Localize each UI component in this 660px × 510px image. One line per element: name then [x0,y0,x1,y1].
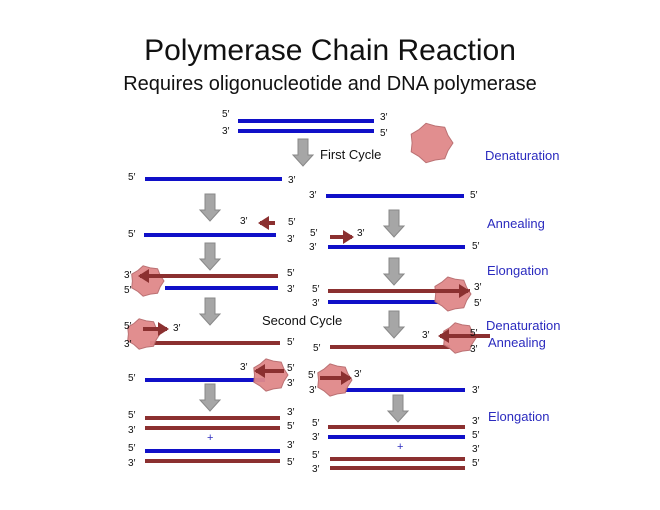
five-prime-label: 5′ [470,328,478,339]
three-prime-label: 3′ [240,216,248,227]
step-annealing-1: Annealing [487,216,545,231]
primer-arrow-head-icon [258,216,269,230]
process-arrow-icon [386,394,410,423]
five-prime-label: 5′ [288,217,296,228]
five-prime-label: 5′ [312,418,320,429]
five-prime-label: 5′ [472,458,480,469]
five-prime-label: 5′ [124,285,132,296]
three-prime-label: 3′ [173,323,181,334]
three-prime-label: 3′ [380,112,388,123]
process-arrow-icon [382,209,406,238]
five-prime-label: 5′ [474,298,482,309]
dna-polymerase-icon [410,122,454,164]
three-prime-label: 3′ [128,458,136,469]
three-prime-label: 3′ [288,175,296,186]
three-prime-label: 3′ [470,344,478,355]
three-prime-label: 3′ [240,362,248,373]
three-prime-label: 3′ [287,378,295,389]
process-arrow-icon [198,383,222,412]
five-prime-label: 5′ [287,421,295,432]
polymerase-layer [127,122,477,397]
three-prime-label: 3′ [312,432,320,443]
three-prime-label: 3′ [422,330,430,341]
three-prime-label: 3′ [357,228,365,239]
three-prime-label: 3′ [124,270,132,281]
three-prime-label: 3′ [472,416,480,427]
three-prime-label: 3′ [472,385,480,396]
three-prime-label: 3′ [128,425,136,436]
dna-polymerase-icon [127,318,161,350]
process-arrow-icon [198,242,222,271]
primer-arrow-head-icon [158,322,169,336]
dna-polymerase-icon [434,276,472,312]
process-arrow-icon [382,310,406,339]
process-arrow-icon [198,297,222,326]
five-prime-label: 5′ [287,268,295,279]
plus-sign-right: + [397,441,403,453]
five-prime-label: 5′ [313,343,321,354]
process-arrow-icon [198,193,222,222]
step-elongation-1: Elongation [487,263,548,278]
primer-arrow-head-icon [438,329,449,343]
primer-arrow-head-icon [459,284,470,298]
five-prime-label: 5′ [472,430,480,441]
five-prime-label: 5′ [470,190,478,201]
five-prime-label: 5′ [287,457,295,468]
five-prime-label: 5′ [310,228,318,239]
five-prime-label: 5′ [287,337,295,348]
first-cycle-label: First Cycle [320,147,381,162]
five-prime-label: 5′ [222,109,230,120]
three-prime-label: 3′ [474,282,482,293]
three-prime-label: 3′ [309,242,317,253]
five-prime-label: 5′ [287,363,295,374]
primer-arrow-head-icon [254,364,265,378]
five-prime-label: 5′ [380,128,388,139]
step-denaturation-1: Denaturation [485,148,559,163]
three-prime-label: 3′ [309,190,317,201]
three-prime-label: 3′ [287,407,295,418]
five-prime-label: 5′ [128,410,136,421]
three-prime-label: 3′ [287,440,295,451]
primer-arrow-head-icon [138,269,149,283]
end-labels-layer: 5′ 3′ 3′ 5′ 5′ 3′ 3′ 5′ 5′ 3′ 3′ 5′ 3′ 5′ 5′ 3′ 3′ 5′ 5′ 3′… [124,109,482,475]
five-prime-label: 5′ [128,172,136,183]
five-prime-label: 5′ [312,450,320,461]
second-cycle-label: Second Cycle [262,313,342,328]
five-prime-label: 5′ [128,373,136,384]
strands-layer [142,119,470,470]
step-annealing-2: Annealing [488,335,546,350]
three-prime-label: 3′ [312,464,320,475]
five-prime-label: 5′ [308,370,316,381]
five-prime-label: 5′ [128,443,136,454]
five-prime-label: 5′ [312,284,320,295]
three-prime-label: 3′ [472,444,480,455]
dna-polymerase-icon [253,358,289,392]
three-prime-label: 3′ [124,339,132,350]
process-arrow-icon [382,257,406,286]
three-prime-label: 3′ [287,284,295,295]
three-prime-label: 3′ [354,369,362,380]
five-prime-label: 5′ [128,229,136,240]
five-prime-label: 5′ [124,321,132,332]
diagram-title: Polymerase Chain Reaction [144,34,516,67]
step-elongation-2: Elongation [488,409,549,424]
three-prime-label: 3′ [309,385,317,396]
three-prime-label: 3′ [222,126,230,137]
step-denaturation-2: Denaturation [486,318,560,333]
plus-sign-left: + [207,432,213,444]
diagram-subtitle: Requires oligonucleotide and DNA polymer… [123,73,537,95]
five-prime-label: 5′ [472,241,480,252]
primer-arrow-head-icon [343,230,354,244]
process-arrows-layer [198,138,410,423]
process-arrow-icon [291,138,315,167]
three-prime-label: 3′ [312,298,320,309]
primer-arrows-layer [138,216,490,385]
primer-arrow-head-icon [341,371,352,385]
three-prime-label: 3′ [287,234,295,245]
